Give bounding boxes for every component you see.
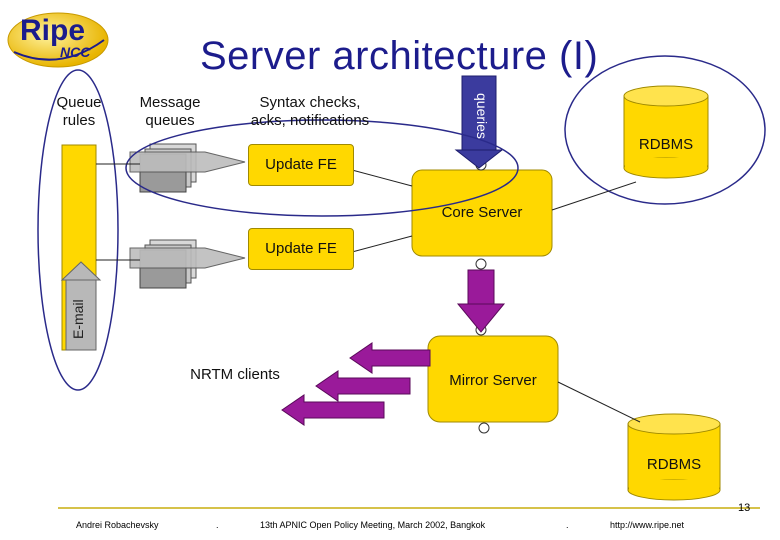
connector-lines (96, 163, 641, 423)
update-fe-1-box: Update FE (248, 144, 354, 186)
syntax-checks-label: Syntax checks, acks, notifications (250, 94, 370, 129)
email-arrow (60, 261, 102, 351)
queue-rules-label: Queue rules (56, 94, 102, 129)
queue-ellipse (37, 69, 119, 391)
email-label: E-mail (70, 299, 86, 339)
rdbms-top-label: RDBMS (638, 136, 694, 153)
page-title: Server architecture (I) (200, 34, 599, 78)
message-queue-stack-top (129, 143, 246, 193)
queries-arrow (454, 75, 504, 169)
footer-author: Andrei Robachevsky (76, 520, 159, 530)
message-queues-label: Message queues (139, 94, 201, 129)
message-queue-stack-bottom (129, 239, 246, 289)
ripe-logo (7, 12, 109, 68)
footer-event: 13th APNIC Open Policy Meeting, March 20… (260, 520, 486, 530)
mirror-server-box (427, 335, 559, 423)
rdbms-bottom-label: RDBMS (646, 456, 702, 473)
ripe-logo-text: Ripe (20, 14, 86, 47)
nrtm-clients-label: NRTM clients (190, 366, 280, 383)
update-fe-2-box: Update FE (248, 228, 354, 270)
rdbms-top-cylinder (623, 85, 709, 179)
footer-dot-2: . (566, 520, 569, 530)
rdbms-bottom-cylinder (627, 413, 721, 501)
replication-arrow (456, 269, 506, 333)
page-number: 13 (738, 502, 751, 514)
nrtm-arrows (281, 342, 431, 426)
ncc-logo-text: NCC (60, 44, 91, 60)
queries-label: queries (474, 93, 490, 139)
footer-dot-1: . (216, 520, 219, 530)
rdbms-ellipse (564, 55, 766, 205)
syntax-check-ellipse (125, 119, 519, 217)
footer-url[interactable]: http://www.ripe.net (610, 520, 685, 530)
core-server-label: Core Server (441, 204, 523, 221)
mirror-server-label: Mirror Server (449, 372, 537, 389)
